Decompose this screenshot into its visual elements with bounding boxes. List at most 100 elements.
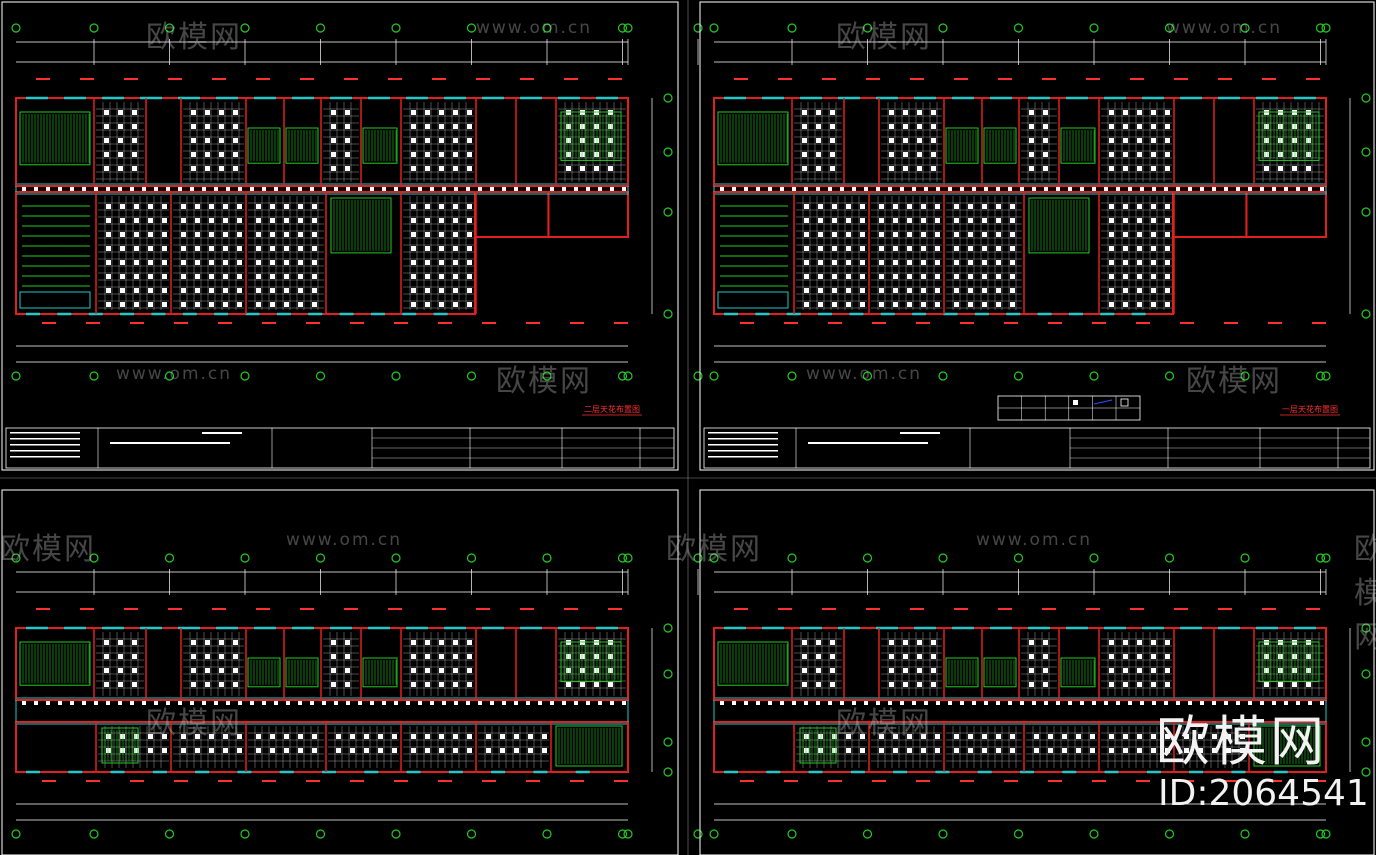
ceiling-light <box>106 701 110 705</box>
axis-bubble <box>391 371 401 381</box>
light-fixture <box>1137 152 1142 157</box>
light-fixture <box>889 110 894 115</box>
light-fixture <box>830 166 835 171</box>
light-fixture <box>106 204 111 209</box>
light-fixture <box>818 218 823 223</box>
light-fixture <box>860 302 865 307</box>
light-fixture <box>802 166 807 171</box>
light-fixture <box>345 166 350 171</box>
light-fixture <box>921 218 926 223</box>
hatched-area <box>1060 657 1096 688</box>
light-fixture <box>860 274 865 279</box>
light-fixture <box>134 218 139 223</box>
ceiling-light <box>900 187 904 191</box>
light-fixture <box>907 748 912 753</box>
light-fixture <box>104 668 109 673</box>
light-fixture <box>1010 748 1015 753</box>
ceiling-grid <box>1256 102 1324 182</box>
light-fixture <box>106 302 111 307</box>
ceiling-light <box>478 187 482 191</box>
light-fixture <box>425 734 430 739</box>
light-fixture <box>148 218 153 223</box>
axis-bubble <box>240 23 250 33</box>
ceiling-grid <box>96 102 144 182</box>
light-fixture <box>106 734 111 739</box>
light-fixture <box>106 288 111 293</box>
hatched-area <box>717 641 789 686</box>
ceiling-light <box>274 701 278 705</box>
light-fixture <box>1278 654 1283 659</box>
light-fixture <box>331 110 336 115</box>
wall-outline <box>1245 191 1327 238</box>
light-fixture <box>1240 734 1245 739</box>
light-fixture <box>1292 668 1297 673</box>
light-fixture <box>982 246 987 251</box>
axis-bubble <box>466 371 477 381</box>
light-fixture <box>935 302 940 307</box>
light-fixture <box>118 640 123 645</box>
light-fixture <box>1043 640 1048 645</box>
light-fixture <box>270 260 275 265</box>
light-fixture <box>453 204 458 209</box>
light-fixture <box>118 166 123 171</box>
light-fixture <box>917 166 922 171</box>
light-fixture <box>467 218 472 223</box>
ceiling-light <box>792 187 796 191</box>
light-fixture <box>1165 166 1170 171</box>
light-fixture <box>209 204 214 209</box>
light-fixture <box>233 682 238 687</box>
wall-outline <box>547 191 629 238</box>
light-fixture <box>467 152 472 157</box>
light-fixture <box>1010 218 1015 223</box>
ceiling-light <box>768 187 772 191</box>
light-fixture <box>903 668 908 673</box>
axis-bubble <box>240 553 250 563</box>
light-fixture <box>284 734 289 739</box>
light-fixture <box>312 232 317 237</box>
ceiling-grid <box>183 102 244 182</box>
ceiling-light <box>732 187 736 191</box>
light-fixture <box>1123 260 1128 265</box>
axis-bubble <box>623 23 633 33</box>
wall-outline <box>474 191 550 238</box>
light-fixture <box>1137 166 1142 171</box>
light-fixture <box>162 288 167 293</box>
hatched-area <box>1253 725 1321 767</box>
light-fixture <box>1109 640 1114 645</box>
light-fixture <box>411 232 416 237</box>
light-fixture <box>312 260 317 265</box>
ceiling-light <box>1008 187 1012 191</box>
light-fixture <box>608 110 613 115</box>
light-fixture <box>907 260 912 265</box>
ceiling-light <box>130 187 134 191</box>
hatched-area <box>1060 127 1096 164</box>
light-fixture <box>411 748 416 753</box>
light-fixture <box>996 734 1001 739</box>
light-fixture <box>453 260 458 265</box>
ceiling-grid <box>403 102 474 182</box>
light-fixture <box>804 274 809 279</box>
light-fixture <box>879 218 884 223</box>
ceiling-grid <box>403 196 474 310</box>
axis-bubble <box>1164 553 1175 563</box>
light-fixture <box>1264 654 1269 659</box>
light-fixture <box>1306 138 1311 143</box>
light-fixture <box>425 232 430 237</box>
axis-bubble <box>938 371 948 381</box>
axis-bubble <box>709 829 719 839</box>
ceiling-light <box>478 701 482 705</box>
light-fixture <box>1109 110 1114 115</box>
light-fixture <box>312 288 317 293</box>
light-fixture <box>1029 640 1034 645</box>
light-fixture <box>467 668 472 673</box>
light-fixture <box>954 260 959 265</box>
light-fixture <box>1062 734 1067 739</box>
light-fixture <box>205 110 210 115</box>
light-fixture <box>312 204 317 209</box>
light-fixture <box>439 682 444 687</box>
light-fixture <box>219 110 224 115</box>
axis-bubble <box>1361 147 1371 157</box>
light-fixture <box>982 232 987 237</box>
light-fixture <box>467 204 472 209</box>
light-fixture <box>954 218 959 223</box>
